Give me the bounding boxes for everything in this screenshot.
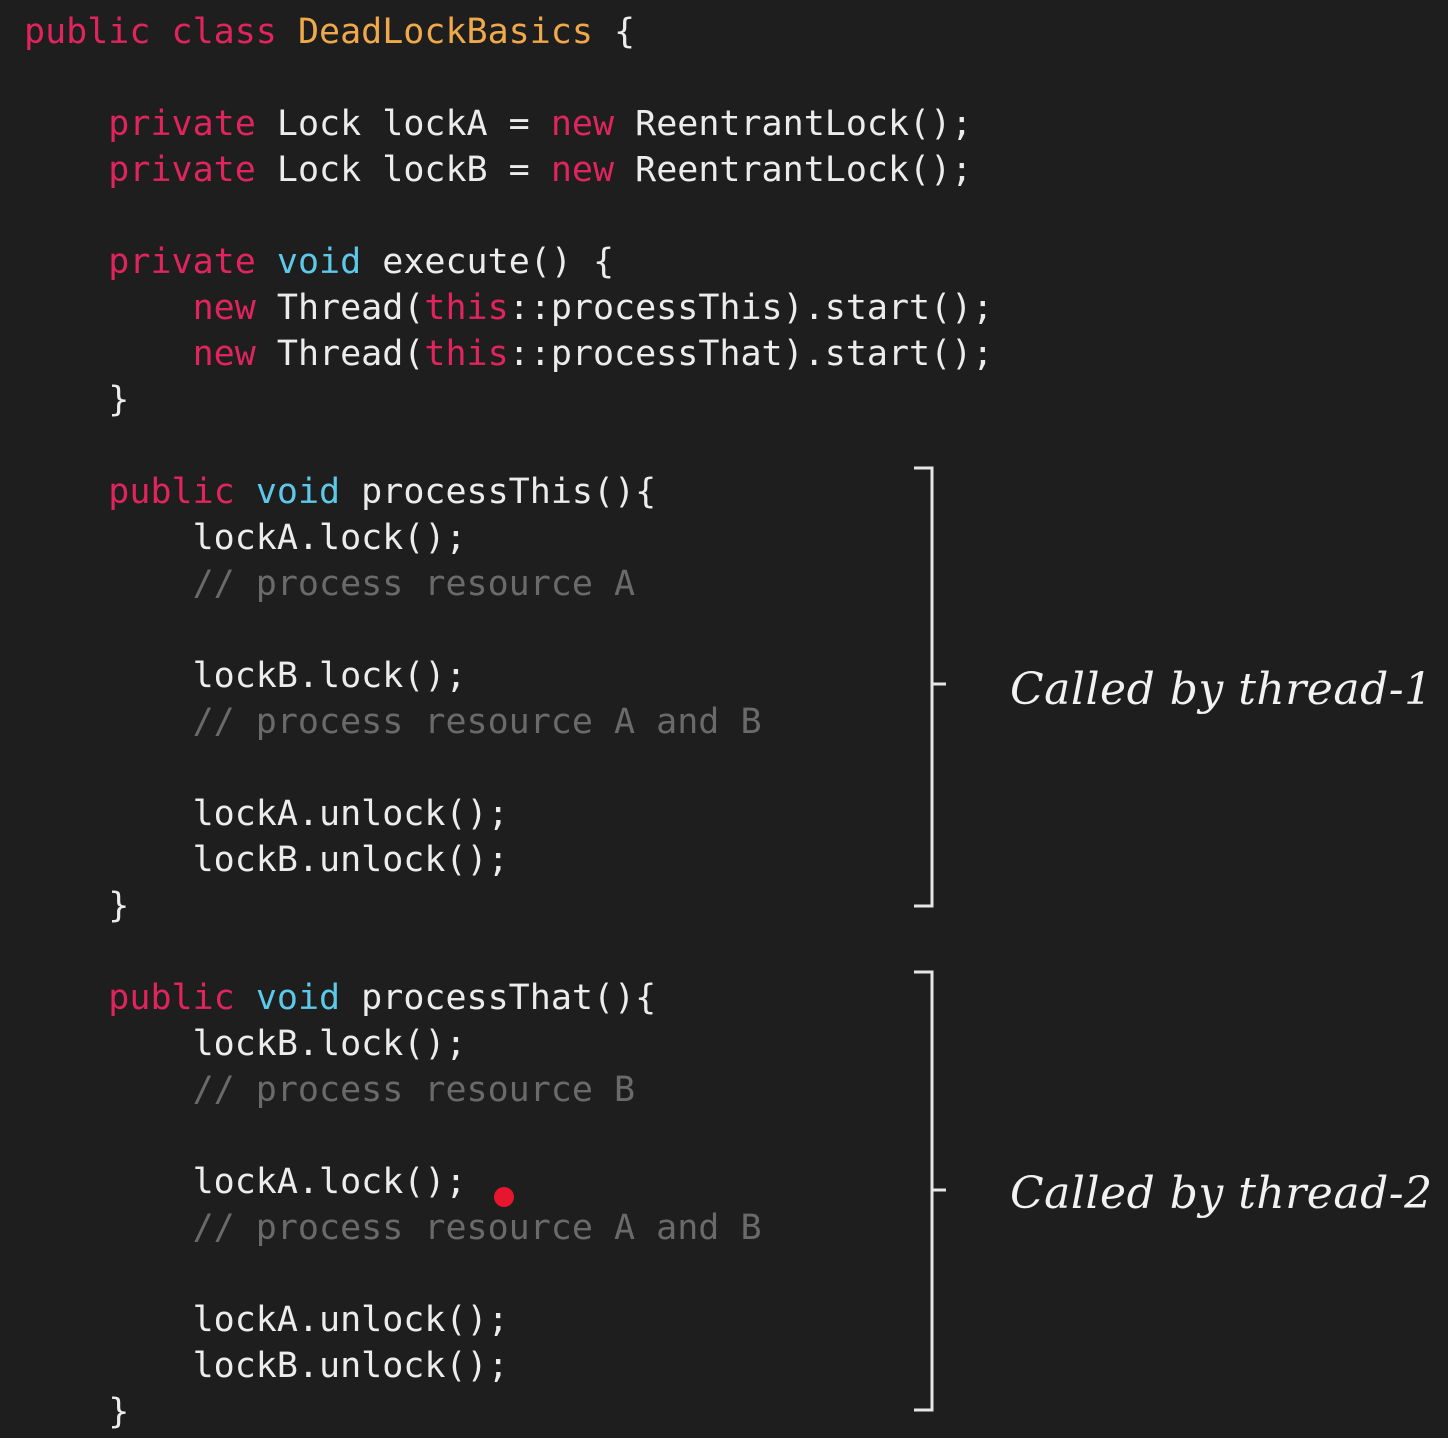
code-token — [235, 472, 256, 512]
code-token: } — [24, 380, 130, 420]
code-token: void — [255, 472, 341, 512]
annotation-thread-1: Called by thread-1 — [1010, 664, 1433, 715]
code-line: public class DeadLockBasics { — [24, 12, 635, 58]
code-line: } — [24, 886, 129, 932]
code-token: lockB.lock(); — [24, 1024, 467, 1064]
code-token: } — [24, 886, 130, 926]
code-line: // process resource A — [24, 564, 636, 610]
code-token: public class — [24, 12, 298, 52]
code-token: void — [276, 242, 362, 282]
code-token: private — [108, 150, 256, 190]
code-token: lockB.lock(); — [24, 656, 467, 696]
code-token: // process resource B — [192, 1070, 636, 1110]
bracket-process-that — [912, 970, 952, 1412]
code-token — [24, 1070, 193, 1110]
code-token — [24, 242, 108, 282]
code-line: private void execute() { — [24, 242, 614, 288]
code-token: } — [24, 1392, 130, 1432]
code-token: // process resource A — [192, 564, 636, 604]
code-token: new — [550, 104, 615, 144]
code-token: Thread( — [255, 334, 425, 374]
code-token: ReentrantLock(); — [614, 150, 973, 190]
code-token — [24, 564, 193, 604]
code-token: processThat(){ — [340, 978, 657, 1018]
code-line: // process resource A and B — [24, 1208, 762, 1254]
code-line: // process resource B — [24, 1070, 636, 1116]
code-token: lockA.lock(); — [24, 518, 467, 558]
code-line: lockB.unlock(); — [24, 1346, 509, 1392]
code-token: private — [108, 242, 256, 282]
code-token: lockB.unlock(); — [24, 1346, 509, 1386]
code-token: { — [592, 12, 636, 52]
code-line: new Thread(this::processThis).start(); — [24, 288, 994, 334]
code-token — [24, 104, 108, 144]
code-line: public void processThis(){ — [24, 472, 656, 518]
code-token — [256, 242, 277, 282]
code-line: new Thread(this::processThat).start(); — [24, 334, 994, 380]
code-token: Lock lockA = — [255, 104, 551, 144]
code-line: public void processThat(){ — [24, 978, 656, 1024]
code-line: } — [24, 1392, 129, 1438]
code-token: // process resource A and B — [192, 702, 762, 742]
cursor-dot — [494, 1187, 514, 1207]
code-line: lockB.unlock(); — [24, 840, 509, 886]
code-line: lockB.lock(); — [24, 1024, 467, 1070]
code-token — [24, 288, 193, 328]
code-token: Lock lockB = — [255, 150, 551, 190]
code-token: lockB.unlock(); — [24, 840, 509, 880]
code-token: lockA.unlock(); — [24, 1300, 509, 1340]
code-token: private — [108, 104, 256, 144]
code-token: ::processThat).start(); — [508, 334, 994, 374]
code-token: new — [192, 334, 256, 374]
code-token: lockA.unlock(); — [24, 794, 509, 834]
code-token: this — [424, 334, 509, 374]
code-line: private Lock lockB = new ReentrantLock()… — [24, 150, 972, 196]
code-token: void — [255, 978, 341, 1018]
code-token: new — [550, 150, 615, 190]
code-token: public — [108, 472, 235, 512]
code-line: lockB.lock(); — [24, 656, 467, 702]
code-token: processThis(){ — [340, 472, 657, 512]
code-line: private Lock lockA = new ReentrantLock()… — [24, 104, 972, 150]
code-token — [24, 472, 108, 512]
annotation-thread-2: Called by thread-2 — [1010, 1168, 1433, 1219]
code-token: ::processThis).start(); — [508, 288, 994, 328]
code-line: // process resource A and B — [24, 702, 762, 748]
code-line: } — [24, 380, 129, 426]
code-token: DeadLockBasics — [297, 12, 593, 52]
code-token — [24, 334, 193, 374]
code-token: ReentrantLock(); — [614, 104, 973, 144]
bracket-process-this — [912, 466, 952, 908]
code-line: lockA.lock(); — [24, 518, 467, 564]
code-line: lockA.unlock(); — [24, 794, 509, 840]
code-token — [235, 978, 256, 1018]
code-token — [24, 1208, 193, 1248]
code-line: lockA.unlock(); — [24, 1300, 509, 1346]
code-token: Thread( — [255, 288, 425, 328]
code-line: lockA.lock(); — [24, 1162, 467, 1208]
code-token — [24, 150, 108, 190]
code-token — [24, 702, 193, 742]
code-token: // process resource A and B — [192, 1208, 762, 1248]
code-token: this — [424, 288, 509, 328]
code-token: public — [108, 978, 235, 1018]
code-token: execute() { — [361, 242, 615, 282]
code-editor: public class DeadLockBasics { private Lo… — [24, 12, 1124, 1432]
code-token: lockA.lock(); — [24, 1162, 467, 1202]
code-token — [24, 978, 108, 1018]
code-token: new — [192, 288, 256, 328]
